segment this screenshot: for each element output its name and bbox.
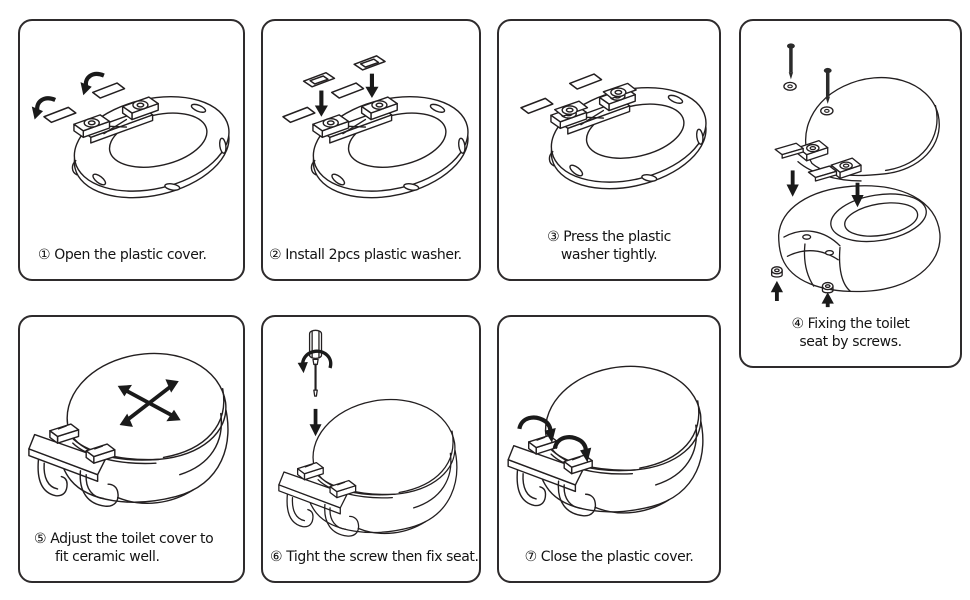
washer-installed-icon	[553, 100, 589, 118]
hinge-with-washer	[807, 157, 862, 182]
washer-hole	[824, 108, 830, 113]
seat-install-washers-drawing	[282, 55, 474, 214]
open-curved-arrow-icon	[80, 72, 105, 96]
step-4-illustration	[741, 21, 960, 315]
step-2-panel: ② Install 2pcs plastic washer.	[261, 19, 481, 281]
down-arrow-icon	[851, 182, 864, 208]
hinge-covers-open	[42, 82, 125, 124]
nut-icon	[770, 265, 783, 278]
seat-screws-bowl-drawing	[770, 43, 941, 307]
up-arrow-icon	[821, 292, 834, 307]
caption-line: fit ceramic well.	[55, 548, 160, 565]
down-arrow-icon	[365, 74, 379, 99]
step-1-caption: ① Open the plastic cover.	[20, 246, 243, 279]
plastic-washer-icon	[302, 72, 336, 88]
screw-icon	[823, 67, 832, 104]
down-arrow-icon	[314, 90, 328, 118]
step-4-caption: ④ Fixing the toilet seat by screws.	[741, 315, 960, 366]
seat-washers-pressed-drawing	[520, 73, 712, 204]
up-arrow-icon	[770, 280, 784, 301]
seat-open-covers-drawing	[31, 72, 230, 199]
rotation-arrow-icon	[297, 349, 333, 373]
step-5-panel: ⑤ Adjust the toilet cover to fit ceramic…	[18, 315, 245, 583]
step-3-panel: ③ Press the plastic washer tightly.	[497, 19, 721, 281]
step-5-illustration	[20, 317, 243, 530]
step-5-caption: ⑤ Adjust the toilet cover to fit ceramic…	[20, 530, 243, 581]
caption-line: washer tightly.	[560, 246, 658, 263]
caption-line: ④ Fixing the toilet	[791, 315, 910, 332]
hinge-with-washer	[774, 139, 829, 162]
toilet-screwdriver-drawing	[278, 329, 458, 537]
caption-line: ⑤ Adjust the toilet cover to	[34, 530, 214, 547]
step-3-illustration	[499, 21, 719, 228]
step-1-panel: ① Open the plastic cover.	[18, 19, 245, 281]
step-4-panel: ④ Fixing the toilet seat by screws.	[739, 19, 962, 368]
close-curved-arrow-icon	[517, 415, 556, 443]
toilet-bowl	[777, 184, 941, 292]
step-1-illustration	[20, 21, 243, 246]
washer-icon	[820, 106, 834, 116]
step-3-caption: ③ Press the plastic washer tightly.	[499, 228, 719, 279]
nut-icon	[821, 281, 834, 294]
cross-arrow-icon	[117, 379, 181, 427]
step-7-caption: ⑦ Close the plastic cover.	[499, 548, 719, 581]
step-6-illustration	[263, 317, 479, 548]
caption-line: ① Open the plastic cover.	[38, 246, 207, 263]
step-2-illustration	[263, 21, 479, 246]
step-6-panel: ⑥ Tight the screw then fix seat.	[261, 315, 481, 583]
step-7-illustration	[499, 317, 719, 548]
caption-line: ② Install 2pcs plastic washer.	[269, 246, 462, 263]
closed-toilet	[507, 365, 704, 517]
screw-icon	[786, 43, 795, 80]
step-7-panel: ⑦ Close the plastic cover.	[497, 315, 721, 583]
caption-line: ⑥ Tight the screw then fix seat.	[270, 548, 479, 565]
toilet-seat-ring	[71, 96, 230, 199]
toilet-seat-ring	[303, 82, 474, 214]
step-6-caption: ⑥ Tight the screw then fix seat.	[263, 548, 479, 581]
step-2-caption: ② Install 2pcs plastic washer.	[263, 246, 479, 279]
toilet-close-covers-drawing	[507, 365, 704, 517]
close-curved-arrow-icon	[552, 434, 592, 463]
down-arrow-icon	[309, 408, 322, 437]
caption-line: ③ Press the plastic	[547, 228, 671, 245]
toilet-adjust-drawing	[27, 352, 229, 507]
caption-line: ⑦ Close the plastic cover.	[524, 548, 694, 565]
open-curved-arrow-icon	[31, 96, 56, 120]
closed-toilet	[27, 352, 229, 507]
washer-hole	[787, 84, 793, 89]
washer-icon	[783, 81, 797, 91]
closed-toilet	[278, 398, 458, 537]
toilet-lid	[805, 76, 940, 176]
caption-line: seat by screws.	[799, 333, 902, 350]
plastic-washer-icon	[353, 55, 386, 72]
down-arrow-icon	[786, 170, 799, 197]
washer-installed-icon	[602, 83, 637, 100]
screwdriver-icon	[308, 329, 323, 397]
